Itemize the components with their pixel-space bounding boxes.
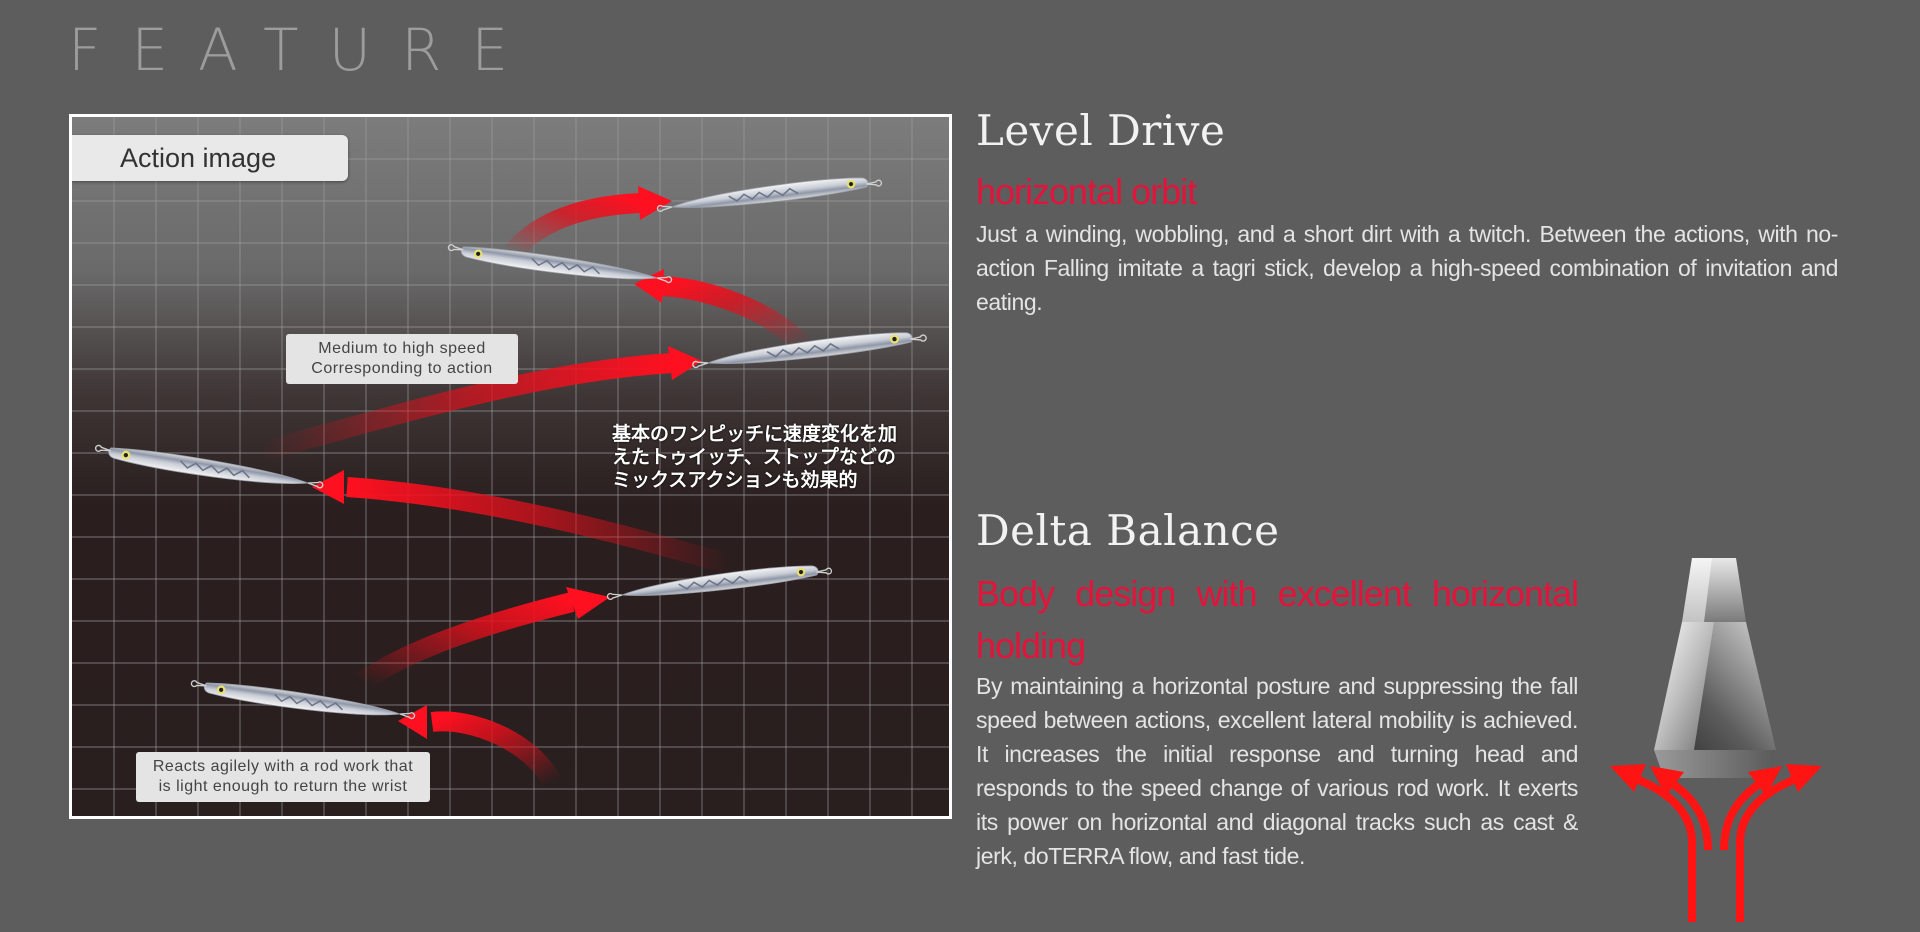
action-arrow-icon	[259, 346, 702, 461]
delta-body-icon	[1610, 558, 1822, 922]
delta-balance-subtitle: Body design with excellent horizontal ho…	[976, 573, 1579, 666]
agile-callout: Reacts agilely with a rod work that is l…	[136, 752, 430, 802]
speed-callout-text: Medium to high speed Corresponding to ac…	[311, 340, 493, 377]
delta-balance-title: Delta Balance	[976, 506, 1280, 555]
level-drive-body: Just a winding, wobbling, and a short di…	[976, 221, 1838, 315]
action-arrow-icon	[634, 269, 810, 352]
action-arrow-icon	[356, 587, 610, 691]
split-arrows-icon	[1610, 764, 1822, 922]
japanese-caption: 基本のワンピッチに速度変化を加 えたトゥイッチ、ストップなどの ミックスアクショ…	[612, 423, 898, 491]
action-scene	[72, 117, 949, 816]
jig-lure-icon	[690, 326, 928, 374]
action-image-label: Action image	[72, 135, 348, 181]
speed-callout: Medium to high speed Corresponding to ac…	[286, 334, 518, 384]
action-arrow-icon	[312, 470, 735, 575]
action-image-panel: Action image Medium to high speed Corres…	[69, 114, 952, 819]
jig-lure-icon	[189, 676, 417, 726]
action-arrow-icon	[504, 186, 672, 260]
jig-lure-icon	[655, 171, 883, 217]
delta-balance-body: By maintaining a horizontal posture and …	[976, 673, 1578, 869]
agile-callout-text: Reacts agilely with a rod work that is l…	[152, 758, 414, 795]
level-drive-title: Level Drive	[976, 106, 1226, 155]
action-arrow-icon	[398, 705, 561, 787]
section-heading: FEATURE	[68, 16, 539, 84]
level-drive-subtitle: horizontal orbit	[976, 171, 1197, 212]
